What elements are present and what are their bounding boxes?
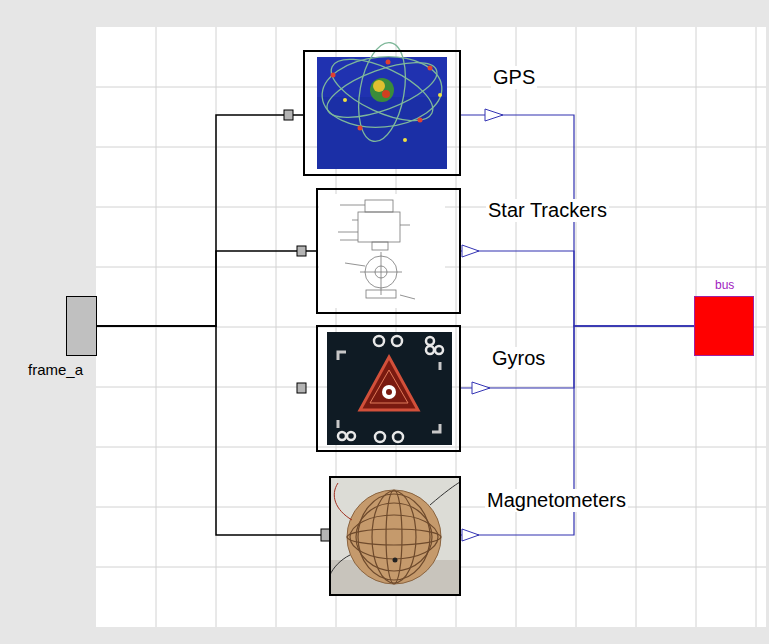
block-name: Star Trackers — [486, 199, 609, 222]
connection-line — [461, 326, 694, 535]
frame-port — [284, 110, 293, 120]
star-tracker-illustration — [319, 194, 445, 308]
gyro-illustration — [327, 332, 452, 445]
canvas — [96, 27, 766, 627]
sensor-block: GPS — [303, 50, 461, 176]
connection-line — [461, 326, 694, 388]
connection-line — [97, 326, 329, 535]
connection-line — [461, 115, 694, 326]
output-port — [462, 245, 479, 257]
gps-illustration — [317, 39, 447, 169]
block-name: Gyros — [490, 347, 547, 370]
frame-port — [297, 246, 306, 256]
output-port — [462, 529, 479, 541]
connection-line — [97, 115, 303, 326]
output-port — [472, 382, 490, 394]
block-name: GPS — [491, 66, 537, 89]
grid — [96, 27, 766, 627]
connector-name: bus — [713, 279, 736, 293]
connection-line — [97, 251, 316, 326]
connector-name: frame_a — [26, 361, 85, 378]
connection-line — [461, 251, 694, 326]
bus-connector: bus — [694, 296, 754, 356]
sensor-block: Star Trackers — [316, 188, 461, 314]
output-port — [485, 109, 503, 121]
magnetometer-illustration — [330, 477, 460, 595]
sensor-block: Gyros — [316, 325, 461, 452]
frame-connector: frame_a — [66, 296, 97, 356]
sensor-block: Magnetometers — [329, 476, 461, 596]
frame-port — [297, 383, 306, 393]
block-name: Magnetometers — [485, 489, 628, 512]
